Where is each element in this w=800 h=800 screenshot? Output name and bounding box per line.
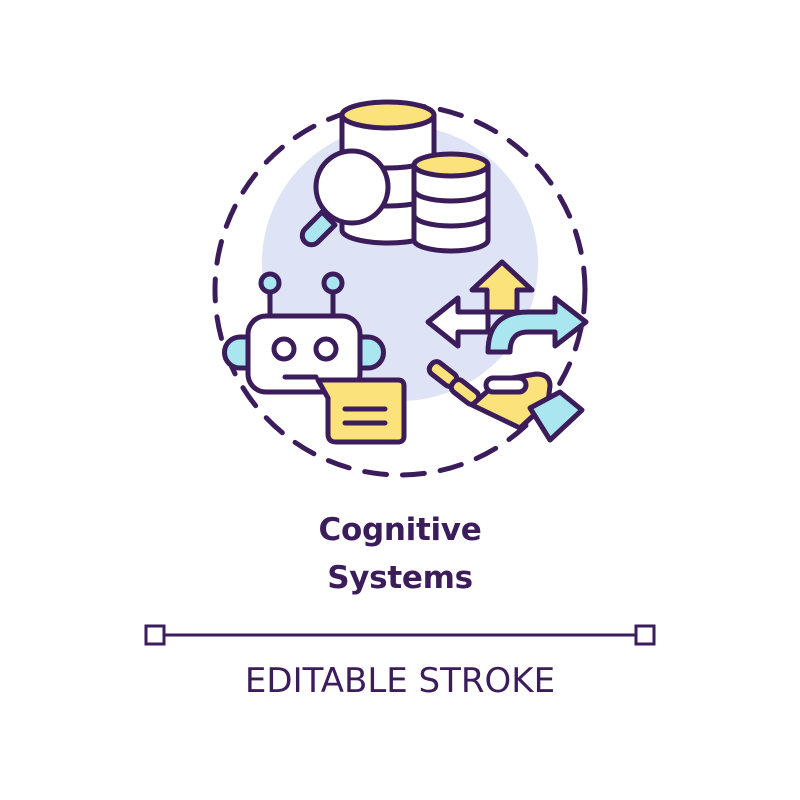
robot-icon (222, 271, 386, 395)
magnifier-icon (299, 148, 391, 248)
divider-handle-right (634, 624, 656, 646)
title-line-2: Systems (327, 560, 473, 596)
robotic-hand-icon (426, 359, 585, 443)
small-database-icon (411, 151, 491, 254)
title-line-1: Cognitive (318, 512, 482, 548)
direction-arrows-icon (425, 259, 589, 355)
chat-bubble-icon (315, 377, 407, 445)
divider-handle-left (144, 624, 166, 646)
editable-stroke-label: EDITABLE STROKE (244, 661, 556, 701)
divider-line (144, 624, 656, 646)
cognitive-systems-illustration (212, 99, 589, 478)
dashed-ring (212, 102, 588, 478)
